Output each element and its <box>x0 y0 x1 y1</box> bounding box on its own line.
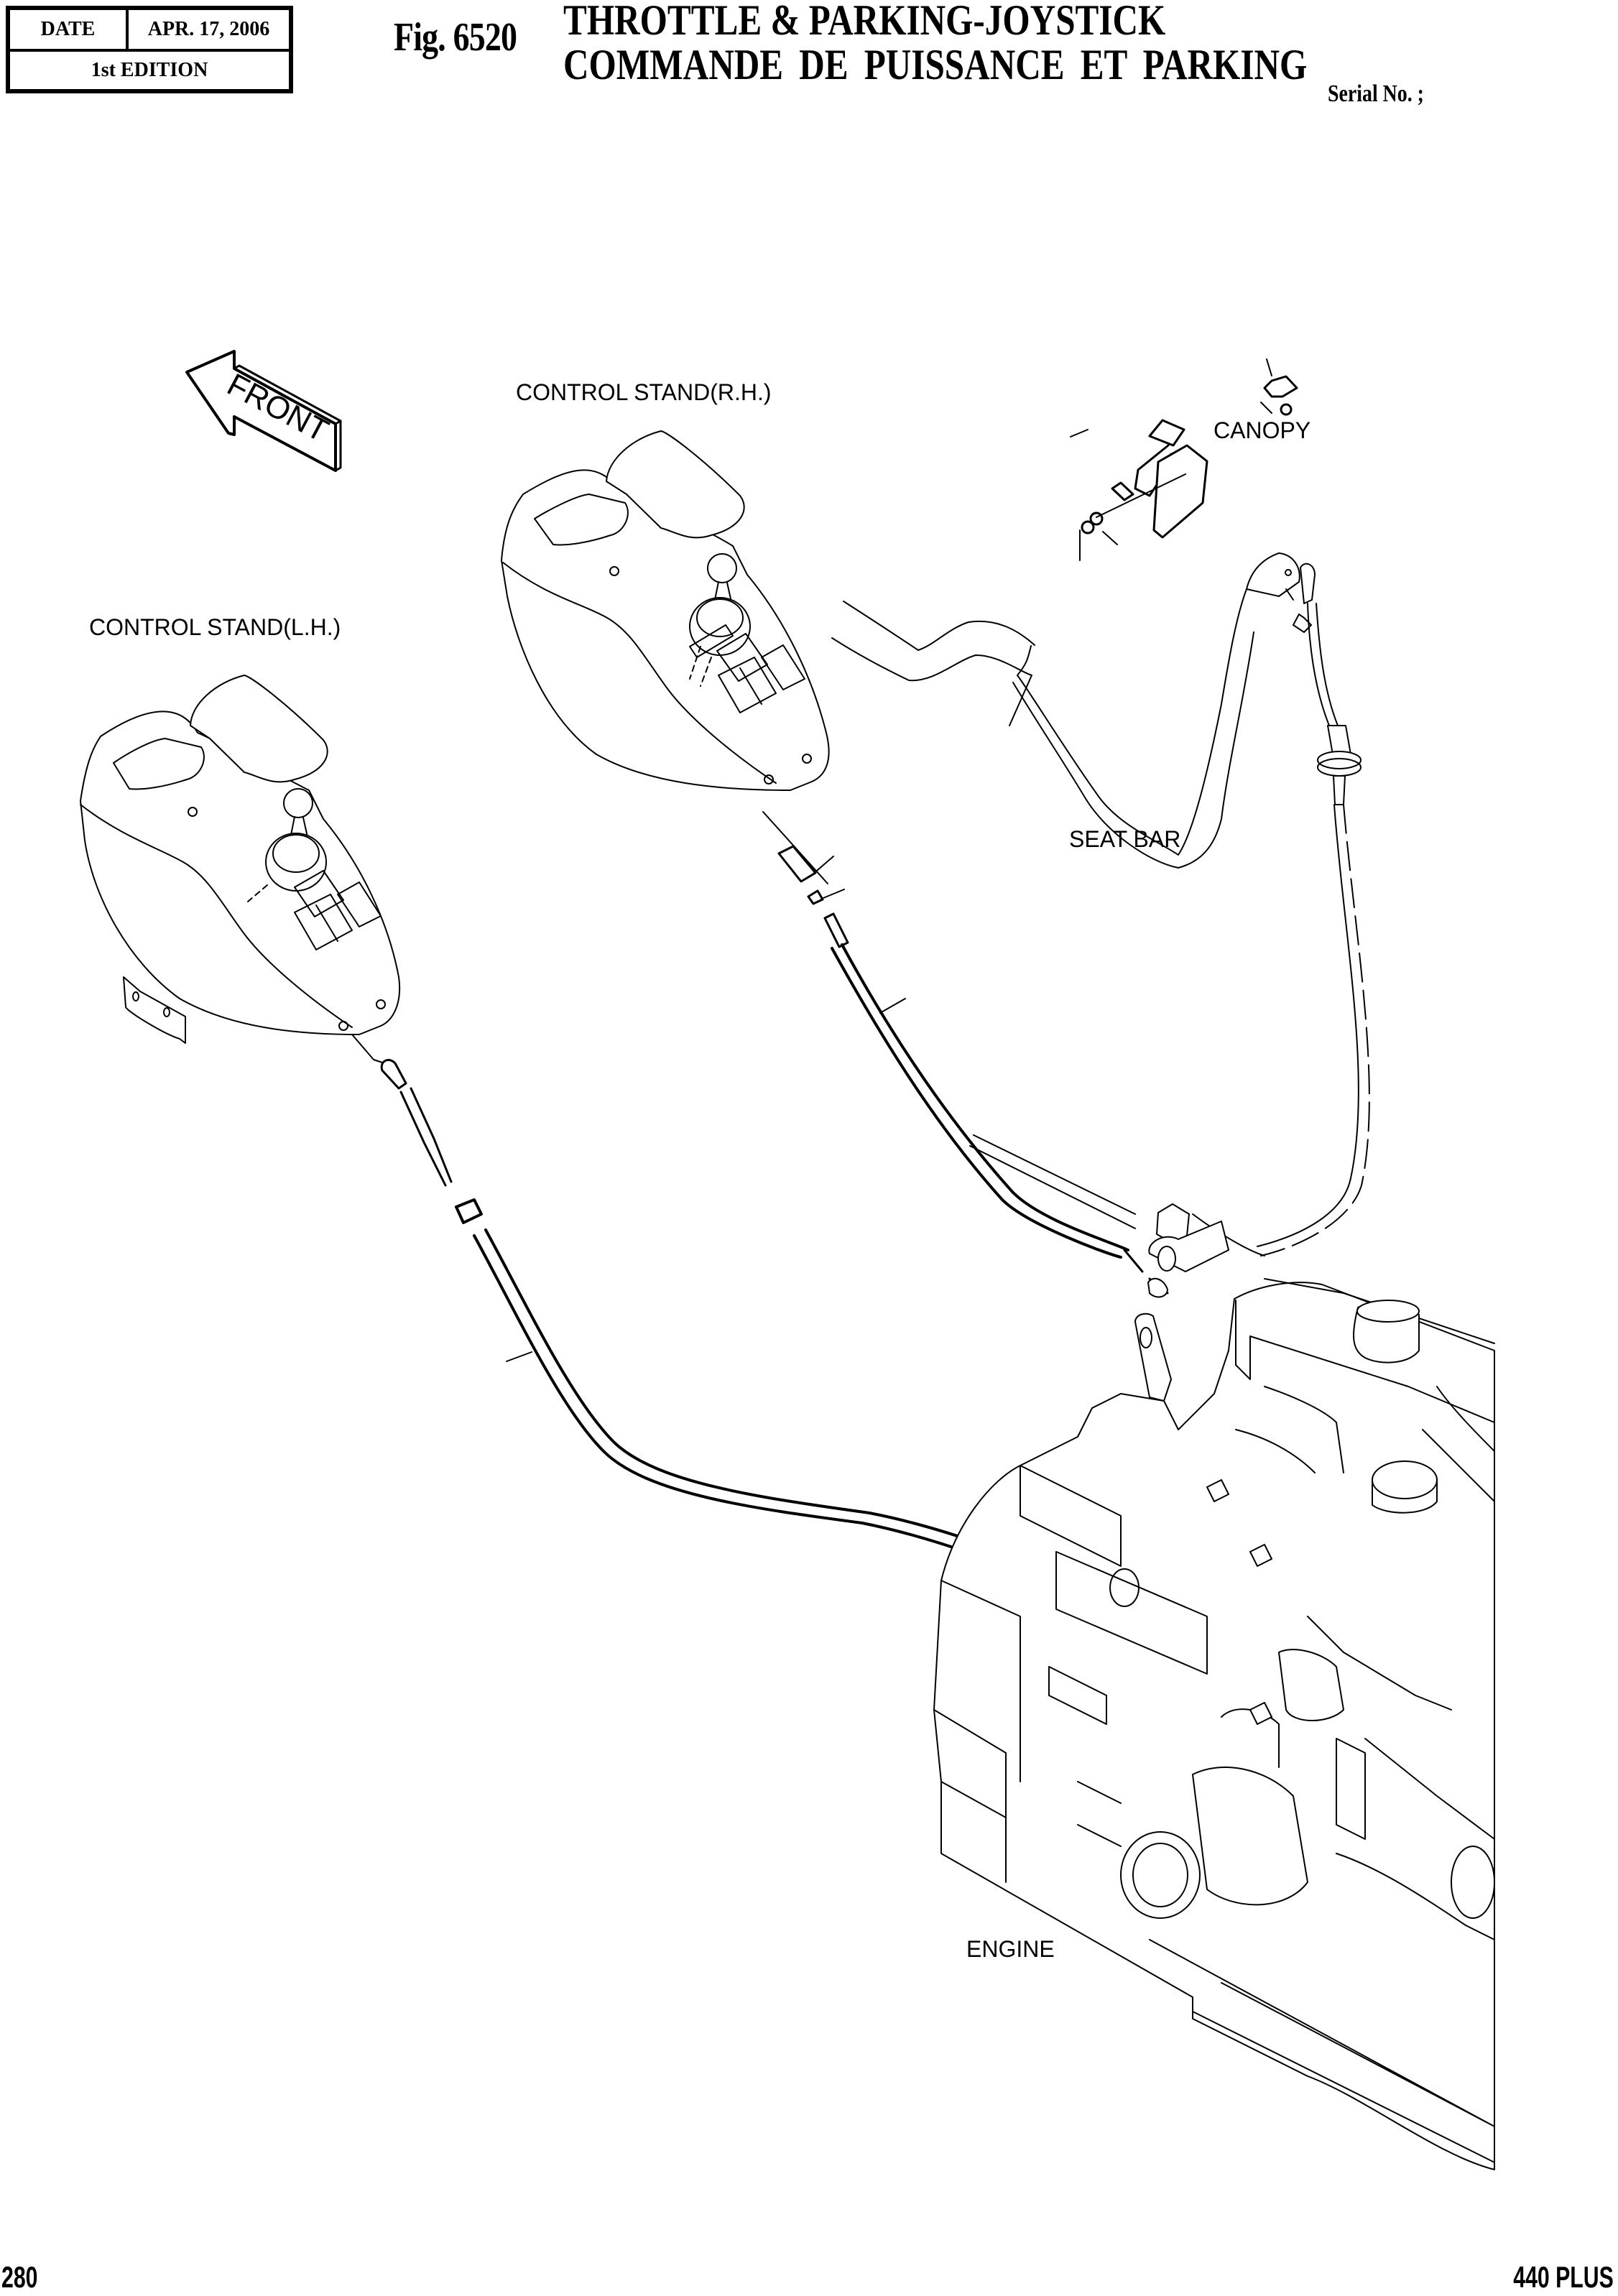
label-seat-bar: SEAT BAR <box>1069 826 1181 852</box>
control-stand-rh <box>501 431 829 790</box>
date-value: APR. 17, 2006 <box>147 18 270 40</box>
engine-block <box>934 1279 1494 2170</box>
label-control-stand-rh: CONTROL STAND(R.H.) <box>516 379 772 405</box>
parking-cable <box>970 603 1369 1272</box>
model-name: 440 PLUS <box>1513 2260 1614 2294</box>
label-canopy: CANOPY <box>1214 417 1311 443</box>
edition-label: 1st EDITION <box>91 59 208 81</box>
serial-number-label: Serial No. ; <box>1328 80 1424 107</box>
label-engine: ENGINE <box>966 1936 1055 1962</box>
throttle-cable-rh <box>763 812 1168 1297</box>
label-control-stand-lh: CONTROL STAND(L.H.) <box>89 614 341 640</box>
figure-number: Fig. 6520 <box>394 15 517 60</box>
title-french: COMMANDE DE PUISSANCE ET PARKING <box>563 41 1308 88</box>
front-arrow-icon: FRONT <box>187 351 341 471</box>
date-edition-box: DATE APR. 17, 2006 1st EDITION <box>6 6 293 93</box>
date-row: DATE APR. 17, 2006 <box>10 10 289 52</box>
canopy-bracket <box>1071 359 1297 560</box>
title-english: THROTTLE & PARKING-JOYSTICK <box>563 0 1166 44</box>
page-number: 280 <box>1 2260 38 2294</box>
seat-bar <box>832 553 1315 868</box>
date-label: DATE <box>10 10 129 49</box>
control-stand-lh <box>80 675 399 1043</box>
